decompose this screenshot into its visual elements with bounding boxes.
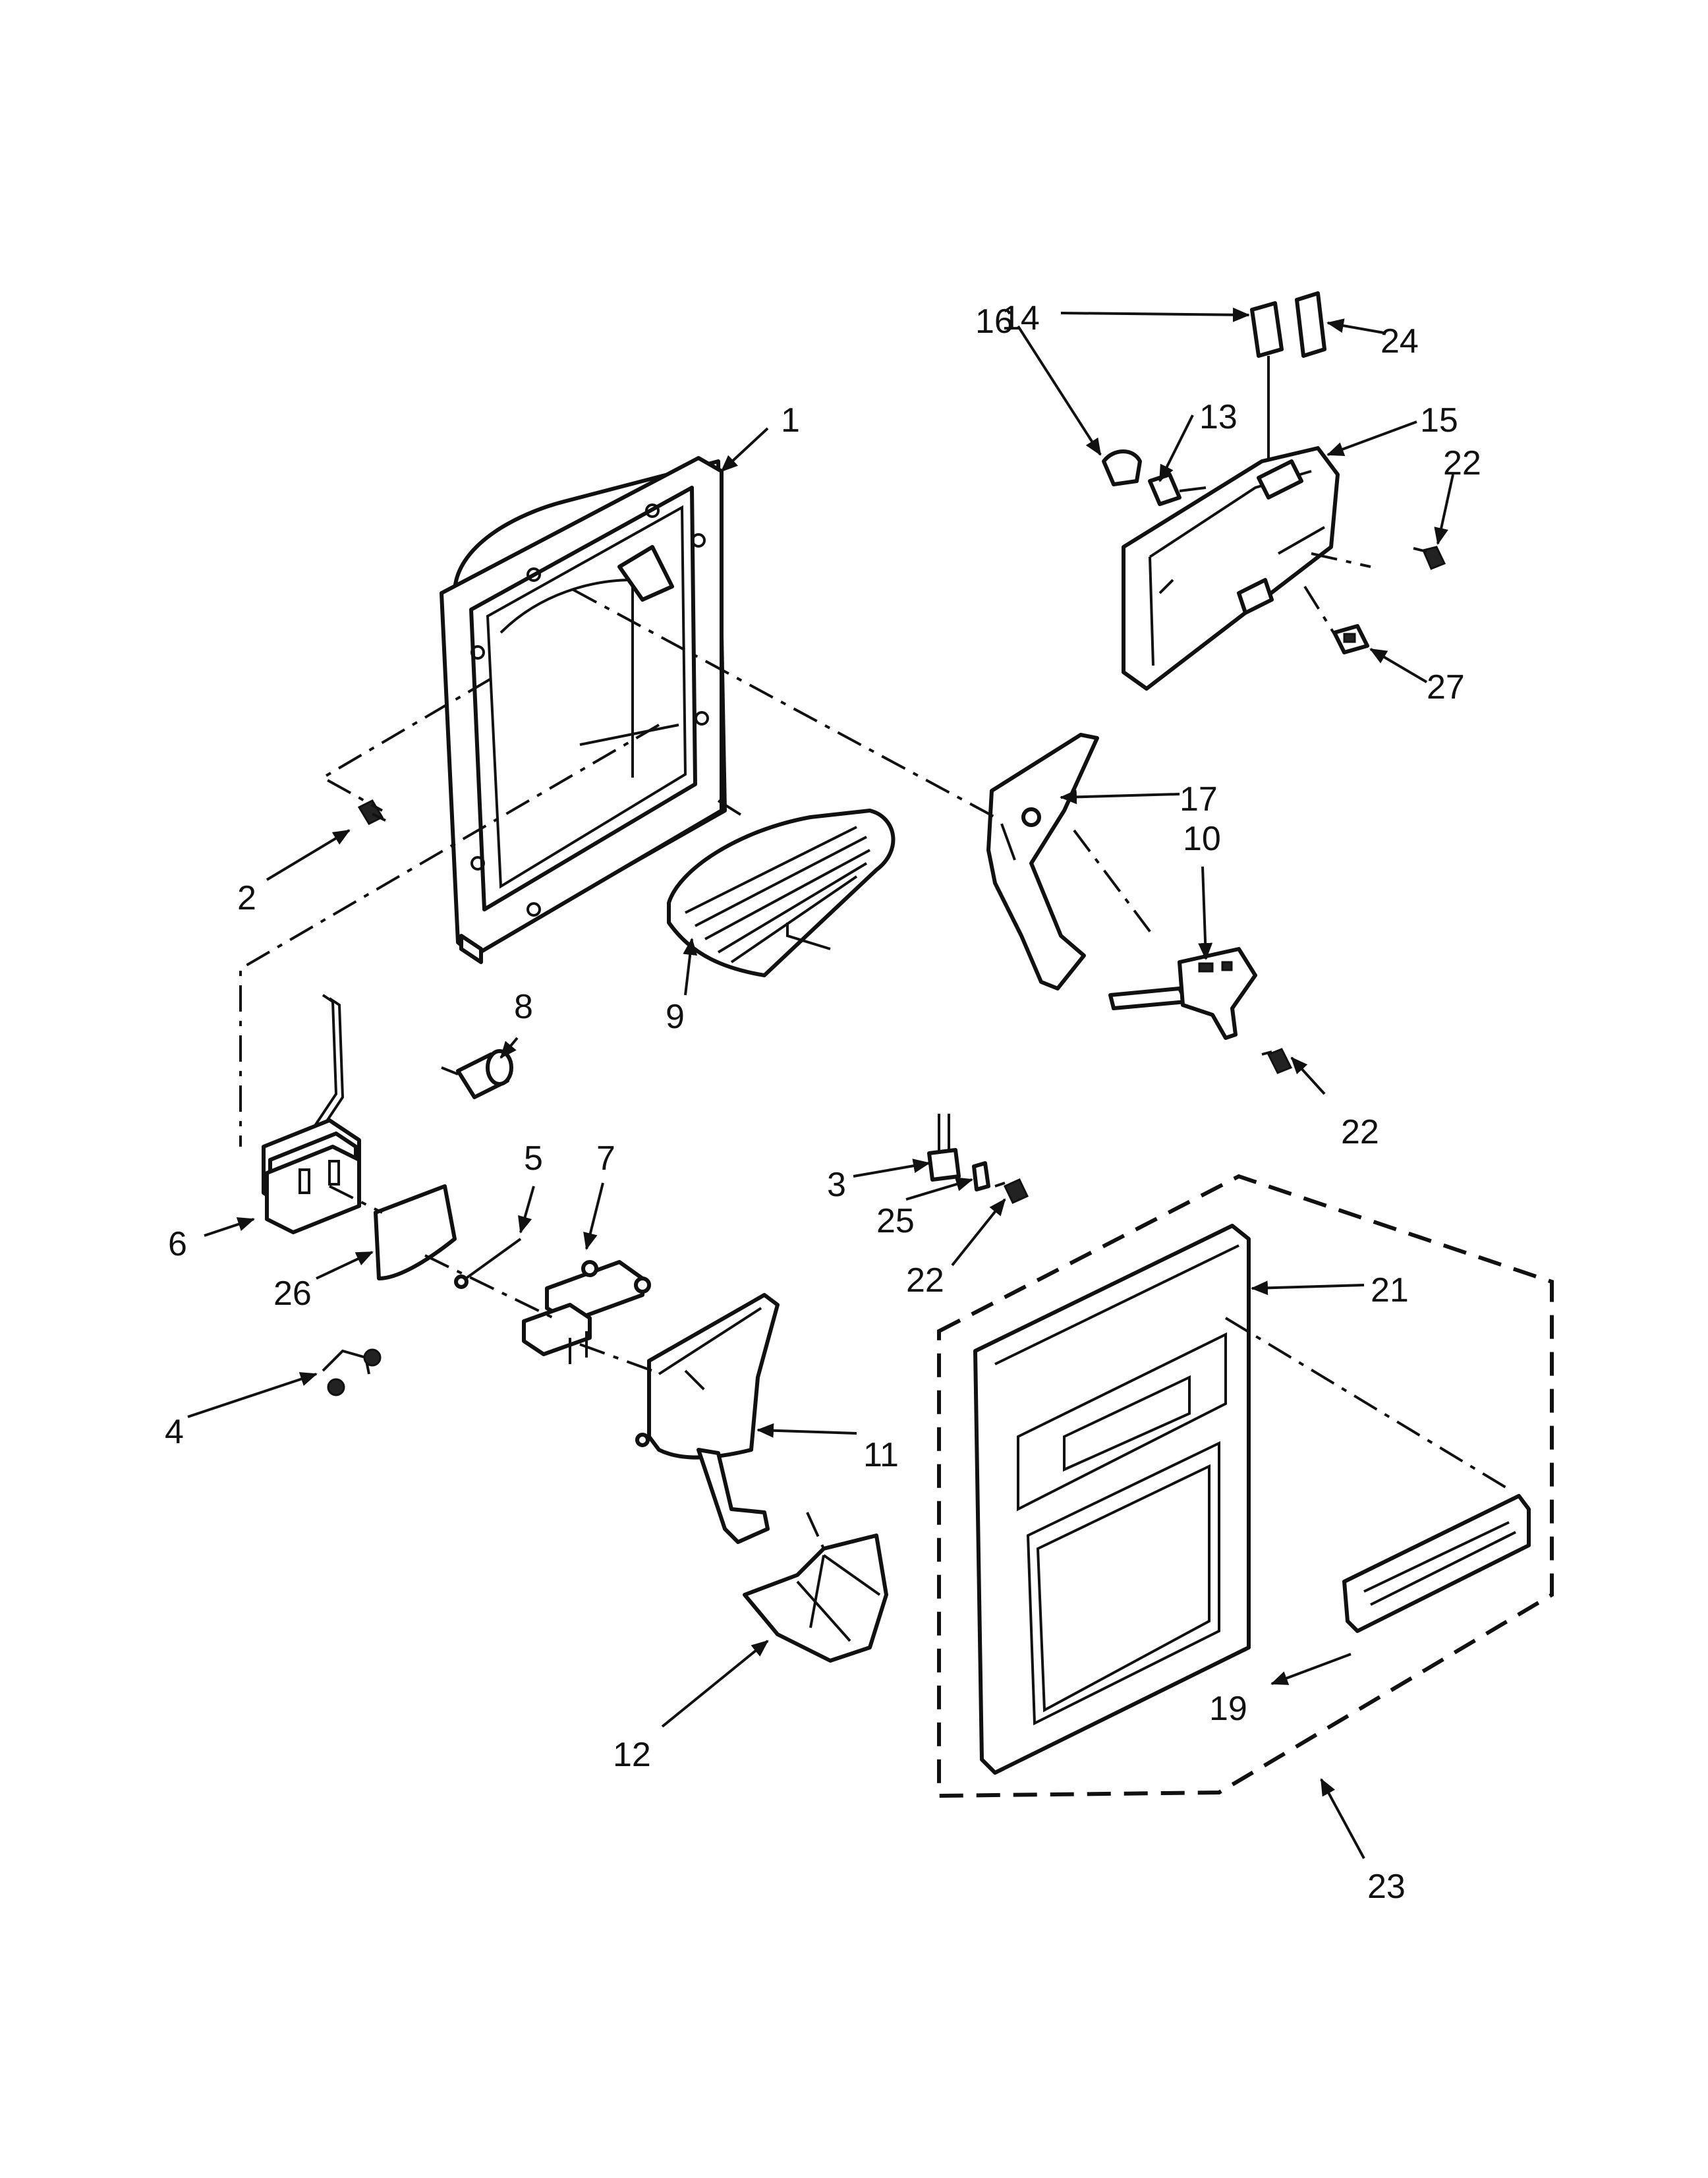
label-22-lower: 22 [906,1261,944,1300]
control-module [262,994,361,1234]
screw-22-upper [1413,546,1446,570]
label-17: 17 [1180,780,1218,818]
pivot-pin [454,1238,522,1289]
display-board-19 [1342,1494,1531,1633]
label-11: 11 [863,1436,899,1474]
label-25: 25 [876,1202,915,1240]
torsion-spring [322,1348,382,1396]
motor [441,1049,513,1099]
label-9: 9 [666,998,685,1036]
housing-frame [440,456,727,964]
label-14: 14 [1002,299,1040,337]
label-15: 15 [1420,401,1458,440]
leader-arrows [187,307,1454,1859]
screw-2 [357,799,386,825]
label-21: 21 [1371,1271,1409,1309]
label-22-upper: 22 [1443,444,1481,482]
bulb-16 [1102,449,1142,486]
screw-22-middle [1261,1048,1293,1074]
label-22-middle: 22 [1341,1113,1379,1151]
button-27 [1332,624,1369,654]
switch-3 [927,1114,961,1182]
label-7: 7 [596,1139,615,1178]
switch-housing [1122,446,1340,691]
label-13: 13 [1199,398,1238,436]
ice-chute-cup [743,1533,888,1663]
label-23: 23 [1367,1868,1406,1906]
solenoid-bracket [522,1260,651,1364]
label-27: 27 [1427,668,1465,706]
assembly-lines [239,552,1554,1798]
label-8: 8 [514,988,533,1026]
label-5: 5 [524,1139,543,1178]
label-16: 16 [975,302,1013,341]
label-3: 3 [827,1166,846,1204]
part-labels: 1 2 3 4 5 6 7 8 9 10 11 12 13 14 15 16 1… [165,299,1481,1906]
drip-grille [667,809,896,977]
dispenser-panel-21 [973,1224,1251,1775]
lever-10 [1108,947,1257,1040]
label-24: 24 [1381,322,1419,360]
label-12: 12 [613,1736,651,1774]
label-19: 19 [1209,1690,1247,1728]
micro-switch-14 [1250,301,1284,461]
bracket-24 [1295,291,1326,358]
label-2: 2 [237,879,256,917]
label-1: 1 [781,401,800,440]
label-4: 4 [165,1413,184,1451]
label-26: 26 [273,1275,312,1313]
insulator-25 [972,1161,990,1191]
label-10: 10 [1183,820,1221,858]
chute-door [635,1293,780,1544]
gasket-plate [374,1184,457,1280]
actuator-arm-17 [986,733,1099,990]
screw-22-lower [994,1178,1029,1204]
label-6: 6 [168,1225,187,1263]
